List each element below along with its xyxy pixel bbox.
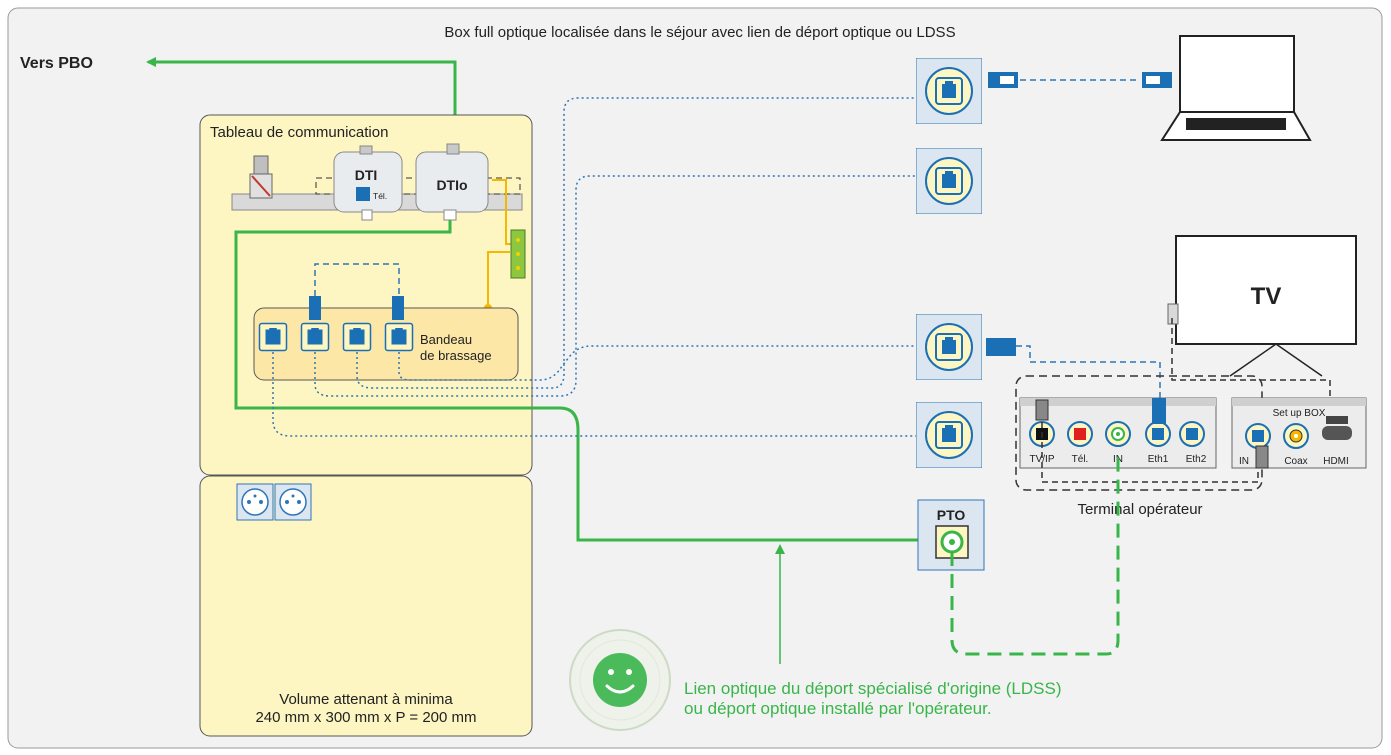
tvip-cable xyxy=(1041,422,1259,483)
port-label-tvip: TV/IP xyxy=(1029,454,1054,465)
setup-box xyxy=(1231,397,1367,469)
bandeau-label-1: Bandeau xyxy=(420,332,472,347)
wall-socket-1-icon xyxy=(916,58,982,124)
volume-label-1: Volume attenant à minima xyxy=(279,691,453,708)
dti-tel-mark: Tél. xyxy=(373,191,387,201)
terminal-cable xyxy=(986,338,1161,398)
wall-socket-3-icon xyxy=(916,314,982,380)
power-wire-2 xyxy=(487,251,510,308)
bandeau-port-1-icon xyxy=(258,322,288,352)
dti-label: DTI xyxy=(355,167,378,183)
cable-port1 xyxy=(272,352,920,437)
caption-line-2: ou déport optique installé par l'opérate… xyxy=(684,699,992,718)
earth-terminal-icon xyxy=(249,155,273,199)
smiley-stamp-icon xyxy=(569,629,671,731)
laptop-cable xyxy=(988,72,1172,88)
cable-port4 xyxy=(398,345,916,381)
bandeau-port-3-icon xyxy=(342,322,372,352)
wall-socket-4-icon xyxy=(916,402,982,468)
power-outlet-icon xyxy=(236,483,312,521)
port-label-eth2: Eth2 xyxy=(1186,454,1207,465)
dtio-box: DTIo xyxy=(415,143,489,221)
volume-panel xyxy=(199,475,533,737)
port-label-tel: Tél. xyxy=(1072,454,1089,465)
tableau-label: Tableau de communication xyxy=(210,124,388,141)
tv-icon xyxy=(1167,235,1357,377)
fiber-pto-to-terminal xyxy=(950,450,1120,656)
vers-pbo-label: Vers PBO xyxy=(20,55,93,72)
setup-port-in: IN xyxy=(1239,456,1249,467)
wall-socket-2-icon xyxy=(916,148,982,214)
port-label-eth1: Eth1 xyxy=(1148,454,1169,465)
hdmi-cable xyxy=(1171,318,1331,404)
cable-port2 xyxy=(314,175,916,397)
dtio-label: DTIo xyxy=(436,177,467,193)
terminal-label: Terminal opérateur xyxy=(1077,501,1202,518)
fiber-to-pbo xyxy=(146,57,457,135)
bandeau-port-2-icon xyxy=(300,322,330,352)
fiber-dtio-to-pto xyxy=(234,220,920,542)
surge-protector-icon xyxy=(510,229,526,279)
setup-port-hdmi: HDMI xyxy=(1323,456,1349,467)
cable-port3 xyxy=(356,97,916,389)
top-title: Box full optique localisée dans le séjou… xyxy=(444,24,955,41)
bandeau-port-4-icon xyxy=(384,322,414,352)
setup-port-coax: Coax xyxy=(1284,456,1307,467)
tv-label: TV xyxy=(1251,283,1282,310)
patch-cord xyxy=(309,263,404,320)
laptop-icon xyxy=(1160,35,1312,141)
caption-line-1: Lien optique du déport spécialisé d'orig… xyxy=(684,679,1061,698)
volume-label-2: 240 mm x 300 mm x P = 200 mm xyxy=(255,709,476,726)
pto-label: PTO xyxy=(937,507,966,523)
dti-box: DTI Tél. xyxy=(333,145,403,221)
bandeau-label-2: de brassage xyxy=(420,348,492,363)
terminal-box xyxy=(1019,397,1217,469)
setup-box-label: Set up BOX xyxy=(1273,408,1326,419)
